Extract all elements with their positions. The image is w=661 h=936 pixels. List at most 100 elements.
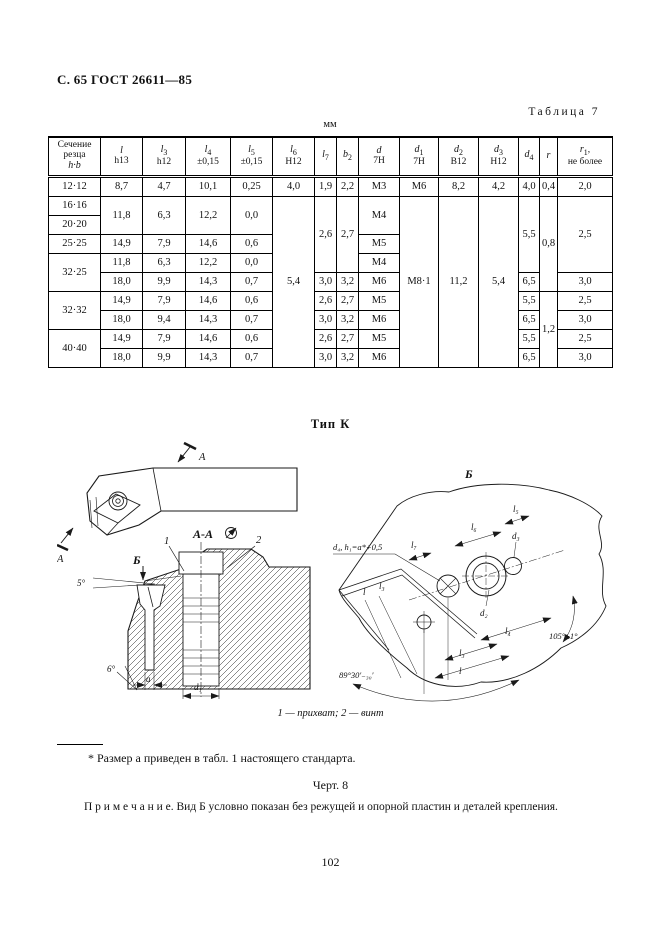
- value-cell: 12,2: [185, 252, 231, 273]
- value-cell: 3,0: [557, 271, 613, 292]
- value-cell: 18,0: [100, 271, 143, 292]
- value-cell: 14,9: [100, 328, 143, 349]
- page-header: С. 65 ГОСТ 26611—85: [57, 72, 193, 87]
- value-cell: 11,8: [100, 252, 143, 273]
- value-cell: 14,9: [100, 290, 143, 311]
- clamp-screw: [136, 584, 166, 671]
- dim-l-label: l: [363, 587, 366, 597]
- value-cell: 4,2: [478, 175, 519, 197]
- value-cell: 6,5: [518, 271, 540, 292]
- column-header: l5±0,15: [230, 136, 273, 178]
- column-header: d4: [518, 136, 540, 178]
- section-label-cell: 25·25: [48, 233, 101, 254]
- angle-6-label: 6°: [107, 664, 116, 674]
- value-cell: 3,0: [314, 271, 337, 292]
- footnote: * Размер а приведен в табл. 1 настоящего…: [88, 751, 356, 765]
- value-cell: 14,9: [100, 233, 143, 254]
- value-cell: 5,5: [518, 195, 540, 273]
- value-cell: М4: [358, 252, 400, 273]
- value-cell: 2,7: [336, 290, 359, 311]
- insert-outline: [93, 493, 141, 524]
- note: П р и м е ч а н и е. Вид Б условно показ…: [84, 801, 558, 813]
- dim-d2-label: d₂: [480, 608, 488, 618]
- value-cell: 5,5: [518, 328, 540, 349]
- value-cell: 3,2: [336, 347, 359, 368]
- value-cell: М6: [399, 175, 439, 197]
- value-cell: 0,4: [539, 175, 558, 197]
- value-cell: 3,0: [557, 347, 613, 368]
- value-cell: 2,7: [336, 195, 359, 273]
- value-cell: 2,2: [336, 175, 359, 197]
- value-cell: 4,0: [518, 175, 540, 197]
- value-cell: 2,5: [557, 290, 613, 311]
- section-arrow-label-bottom: А: [57, 554, 64, 565]
- section-label-cell: 32·32: [48, 290, 101, 330]
- value-cell: 9,9: [142, 271, 186, 292]
- page-number: 102: [321, 855, 340, 869]
- axis-centerline: [408, 549, 566, 601]
- value-cell: 3,0: [557, 309, 613, 330]
- footnote-rule: [57, 744, 103, 745]
- value-cell: 2,6: [314, 290, 337, 311]
- value-cell: М6: [358, 309, 400, 330]
- angle-105-label: 105°±1°: [549, 631, 578, 641]
- view-b-title: Б: [464, 467, 473, 481]
- column-header: r1,не более: [557, 136, 613, 178]
- head-edges: [338, 568, 478, 651]
- value-cell: 3,2: [336, 309, 359, 330]
- view-b-outline: [338, 483, 607, 687]
- column-header: l7: [314, 136, 337, 178]
- column-header: b2: [336, 136, 359, 178]
- dim-d4-h1-label: d₄, h₁=a*+0,5: [333, 542, 382, 552]
- section-aa-label: А-А: [192, 527, 213, 541]
- value-cell: 0,6: [230, 290, 273, 311]
- section-aa-symbol: А-А: [192, 527, 237, 541]
- value-cell: 8,2: [438, 175, 479, 197]
- value-cell: 4,7: [142, 175, 186, 197]
- section-label-cell: 20·20: [48, 214, 101, 235]
- section-label-cell: 40·40: [48, 328, 101, 368]
- value-cell: 9,9: [142, 347, 186, 368]
- value-cell: 9,4: [142, 309, 186, 330]
- section-label-cell: 32·25: [48, 252, 101, 292]
- value-cell: 7,9: [142, 233, 186, 254]
- value-cell: М5: [358, 233, 400, 254]
- section-label-cell: 12·12: [48, 175, 101, 197]
- value-cell: 0,7: [230, 347, 273, 368]
- value-cell: 6,5: [518, 309, 540, 330]
- table-caption: Таблица 7: [528, 106, 600, 118]
- value-cell: М8·1: [399, 195, 439, 368]
- value-cell: 0,0: [230, 252, 273, 273]
- value-cell: 10,1: [185, 175, 231, 197]
- units-label: мм: [323, 119, 337, 130]
- value-cell: 1,2: [539, 290, 558, 368]
- value-cell: 14,3: [185, 309, 231, 330]
- dim-l4-label: l₄: [505, 626, 511, 636]
- value-cell: М3: [358, 175, 400, 197]
- value-cell: 0,0: [230, 195, 273, 235]
- value-cell: 0,7: [230, 271, 273, 292]
- figure-caption: Черт. 8: [312, 778, 349, 792]
- value-cell: 5,5: [518, 290, 540, 311]
- value-cell: 1,9: [314, 175, 337, 197]
- dim-l5-label: l₅: [513, 504, 519, 514]
- column-header: r: [539, 136, 558, 178]
- value-cell: 6,5: [518, 347, 540, 368]
- callout-2: 2: [256, 535, 262, 546]
- value-cell: 14,6: [185, 233, 231, 254]
- value-cell: 3,0: [314, 347, 337, 368]
- callout-1: 1: [164, 536, 169, 547]
- value-cell: 14,3: [185, 347, 231, 368]
- value-cell: 7,9: [142, 328, 186, 349]
- value-cell: 0,6: [230, 233, 273, 254]
